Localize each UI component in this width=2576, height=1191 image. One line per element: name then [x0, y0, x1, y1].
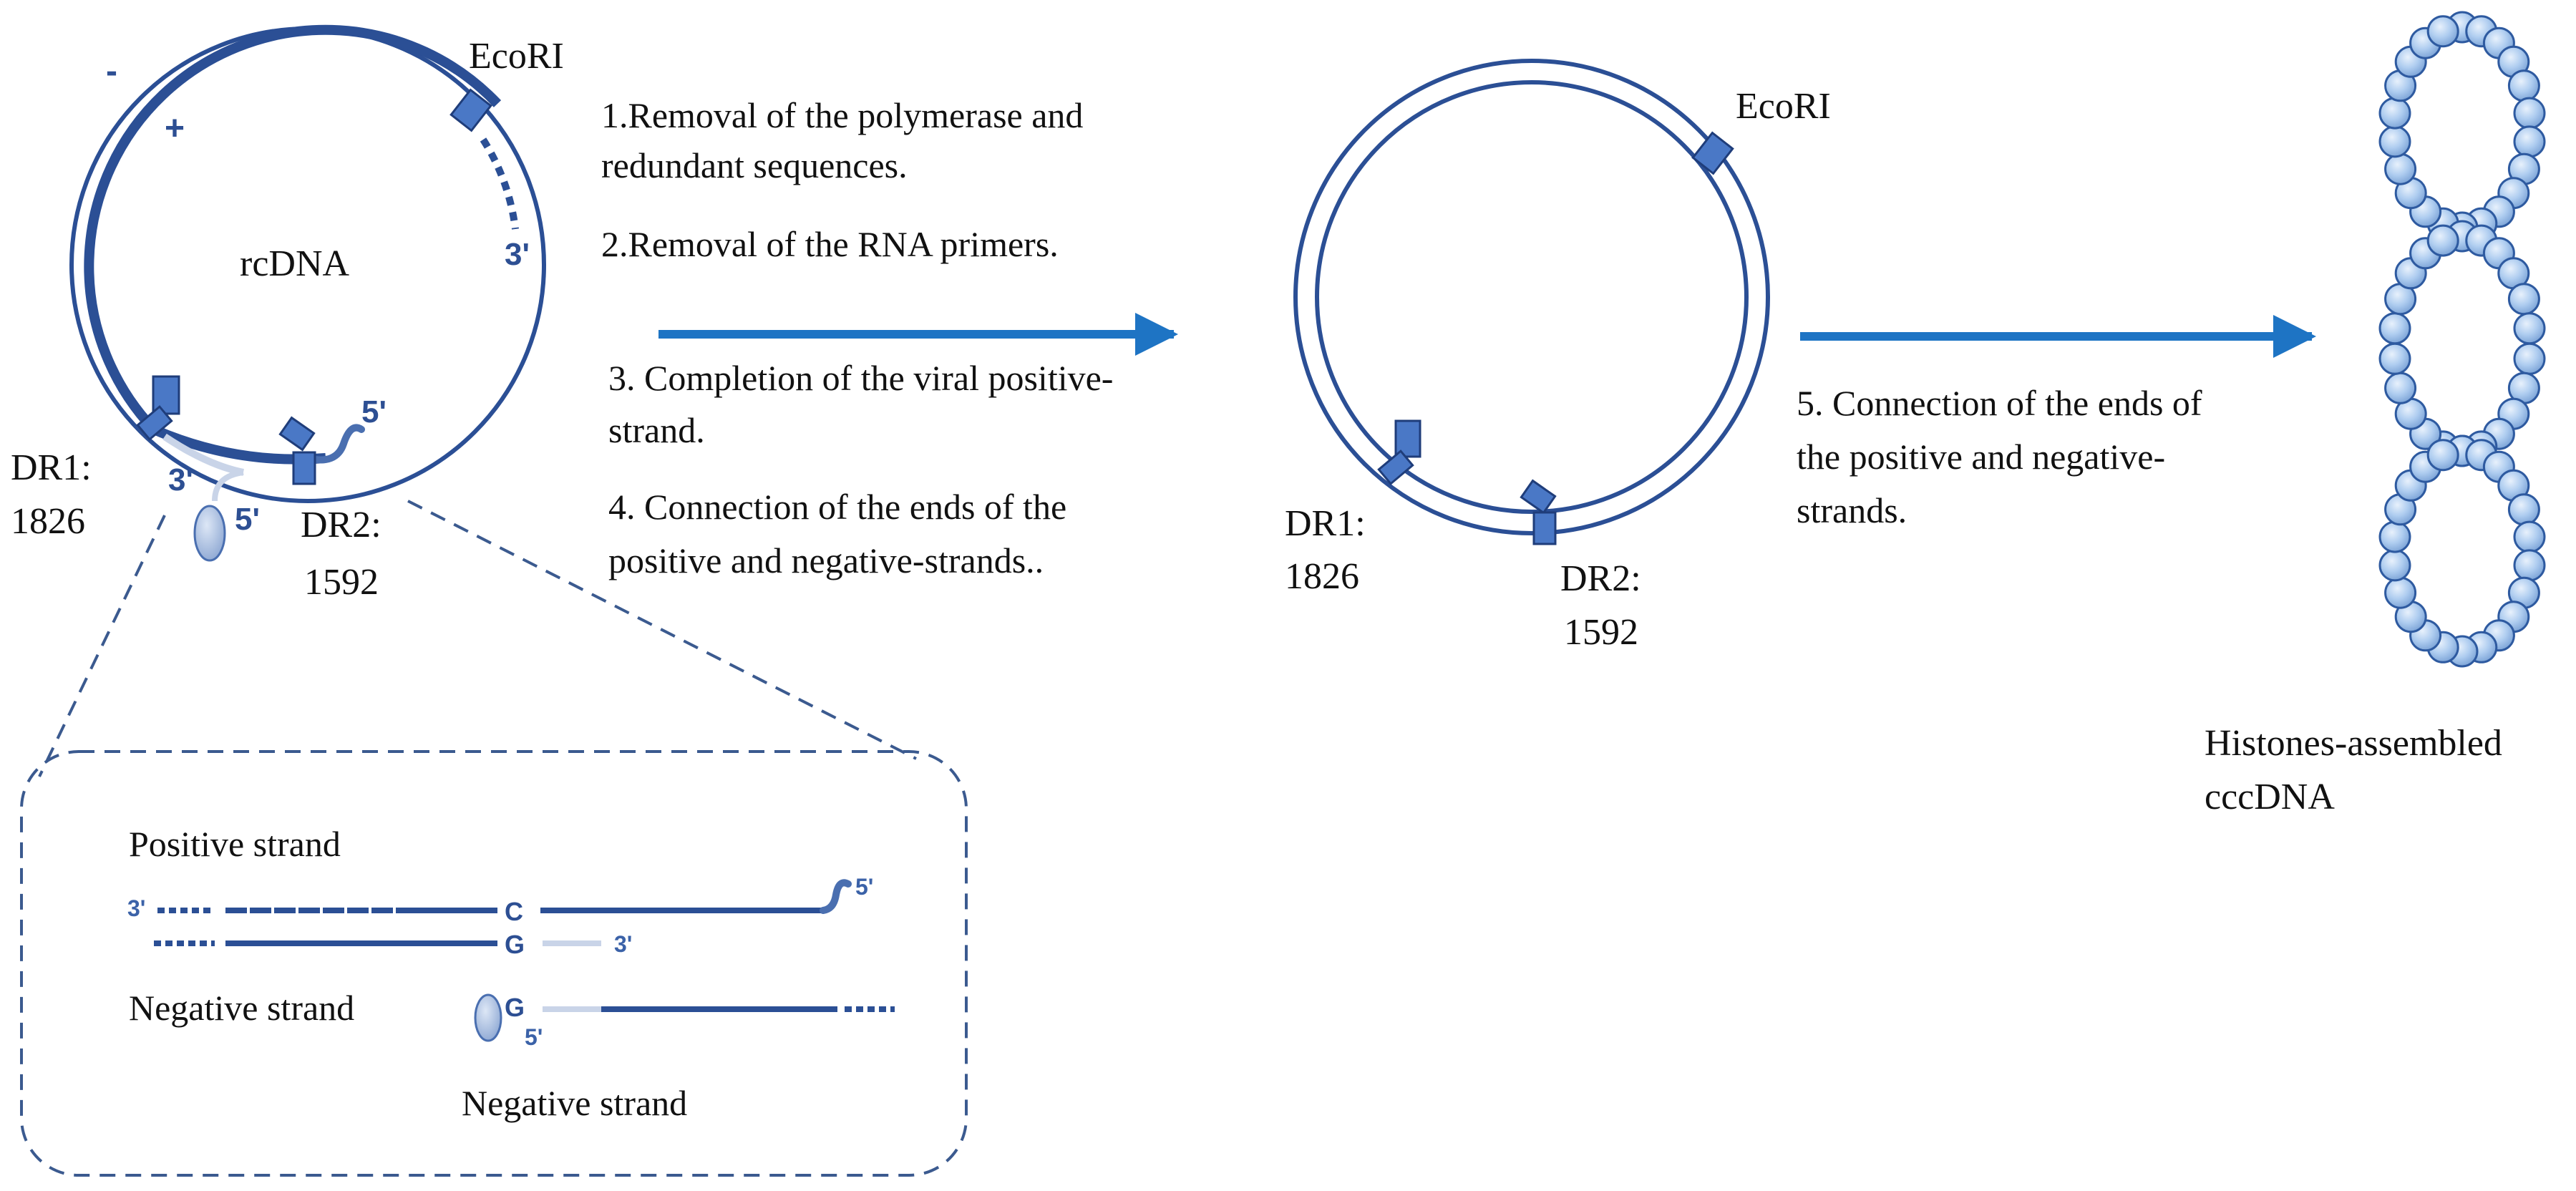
rcdna-five-prime-right: 5': [361, 394, 387, 429]
step2: 2.Removal of the RNA primers.: [601, 224, 1059, 264]
zoom-positive-label: Positive strand: [129, 824, 341, 864]
histone-bead: [2507, 493, 2540, 526]
intermediate-dna-group: EcoRI DR1: 1826 DR2: 1592: [1285, 59, 1831, 653]
step1-line2: redundant sequences.: [601, 145, 908, 185]
rcdna-dr2-box-b: [292, 451, 316, 485]
rcdna-group: - + rcDNA EcoRI 3' 5' 5' 3' DR1: 1826 DR…: [11, 24, 564, 603]
step5-line3: strands.: [1797, 490, 1907, 530]
histone-bead: [2378, 342, 2411, 375]
rcdna-squiggle-tail: [304, 424, 365, 464]
histone-bead: [2513, 520, 2546, 553]
intermediate-dr1-box-b: [1377, 449, 1414, 485]
histone-bead: [2378, 520, 2411, 553]
zoom-three-prime-mid: 3': [614, 931, 632, 957]
zoom-g-base-bottom: G: [505, 993, 525, 1022]
zoom-c-base: C: [505, 897, 523, 926]
rcdna-five-prime-primer: 5': [235, 502, 260, 537]
histone-bead: [2378, 97, 2411, 130]
histone-bead: [2513, 125, 2546, 158]
zoom-negative-label: Negative strand: [129, 988, 354, 1028]
step-list: 1.Removal of the polymerase and redundan…: [601, 95, 1113, 580]
cccdna-label-line1: Histones-assembled: [2205, 723, 2502, 764]
rcdna-dr1-name: DR1:: [11, 447, 92, 488]
intermediate-ecori-box: [1691, 131, 1734, 175]
intermediate-dr2-box-b: [1532, 511, 1557, 545]
histone-bead: [2384, 371, 2417, 404]
step1-line1: 1.Removal of the polymerase and: [601, 95, 1083, 135]
intermediate-ecori-label: EcoRI: [1736, 86, 1831, 127]
rcdna-plus-strand: [84, 24, 502, 433]
histone-bead: [2378, 549, 2411, 582]
histone-bead: [2513, 97, 2546, 130]
rcdna-gap-dotted: [480, 137, 519, 230]
rcdna-title: rcDNA: [240, 243, 350, 284]
histone-bead: [2507, 283, 2540, 316]
rcdna-primer-tail: [212, 470, 244, 502]
zoom-panel-border: [20, 750, 968, 1177]
rcdna-dr1-box-b: [136, 405, 173, 441]
rcdna-dr2-name: DR2:: [301, 505, 381, 545]
rcdna-ecori-label: EcoRI: [469, 36, 564, 77]
step5-text: 5. Connection of the ends of the positiv…: [1797, 383, 2202, 530]
zoom-line-right: [407, 500, 917, 760]
intermediate-outer-ring: [1293, 59, 1770, 535]
rcdna-minus-sign: -: [106, 52, 117, 90]
step3-line1: 3. Completion of the viral positive-: [608, 358, 1113, 398]
zoom-g-base-top: G: [505, 930, 525, 959]
histone-bead: [2513, 342, 2546, 375]
histone-bead: [2507, 69, 2540, 102]
intermediate-dr1-pos: 1826: [1285, 556, 1359, 597]
histone-bead: [2513, 549, 2546, 582]
histone-chain: [2378, 11, 2546, 668]
histone-bead: [2378, 312, 2411, 345]
histone-bead: [2378, 125, 2411, 158]
step5-line1: 5. Connection of the ends of: [1797, 383, 2202, 423]
zoom-line-left: [38, 515, 166, 777]
histone-bead: [2426, 439, 2459, 472]
zoom-left-three-prime: 3': [127, 895, 145, 921]
step4-line2: positive and negative-strands..: [608, 540, 1044, 580]
polymerase-oval: [193, 505, 226, 562]
histone-bead: [2426, 15, 2459, 48]
rcdna-three-prime: 3': [505, 237, 530, 272]
rcdna-three-prime-gap: 3': [168, 462, 193, 497]
rcdna-dr2-pos: 1592: [304, 562, 379, 603]
step3-line2: strand.: [608, 410, 705, 450]
zoom-negative-bottom-label: Negative strand: [462, 1083, 687, 1123]
step4-line1: 4. Connection of the ends of the: [608, 487, 1066, 527]
zoom-polymerase-oval: [474, 993, 502, 1042]
histone-bead: [2426, 224, 2459, 257]
zoom-top-squiggle: [820, 879, 852, 914]
rcdna-dr2-box-a: [278, 416, 316, 452]
zoom-five-prime-bottom: 5': [525, 1024, 543, 1050]
rcdna-plus-sign: +: [165, 110, 185, 147]
intermediate-dr2-pos: 1592: [1564, 612, 1638, 653]
histone-bead: [2384, 152, 2417, 185]
zoom-panel: Positive strand 3' C 5' G 3' Negative st…: [20, 750, 968, 1177]
intermediate-dr2-box-a: [1520, 479, 1557, 515]
rcdna-dr1-pos: 1826: [11, 501, 85, 542]
zoom-five-prime-top: 5': [855, 874, 873, 900]
cccdna-label-line2: cccDNA: [2205, 777, 2335, 817]
intermediate-inner-ring: [1315, 80, 1749, 514]
intermediate-dr1-name: DR1:: [1285, 503, 1366, 544]
rcdna-ecori-box: [449, 88, 492, 132]
rcdna-primer-line: [162, 433, 244, 476]
intermediate-dr2-name: DR2:: [1560, 558, 1641, 599]
histone-bead: [2513, 312, 2546, 345]
histone-bead: [2384, 576, 2417, 609]
step5-line2: the positive and negative-: [1797, 437, 2165, 477]
